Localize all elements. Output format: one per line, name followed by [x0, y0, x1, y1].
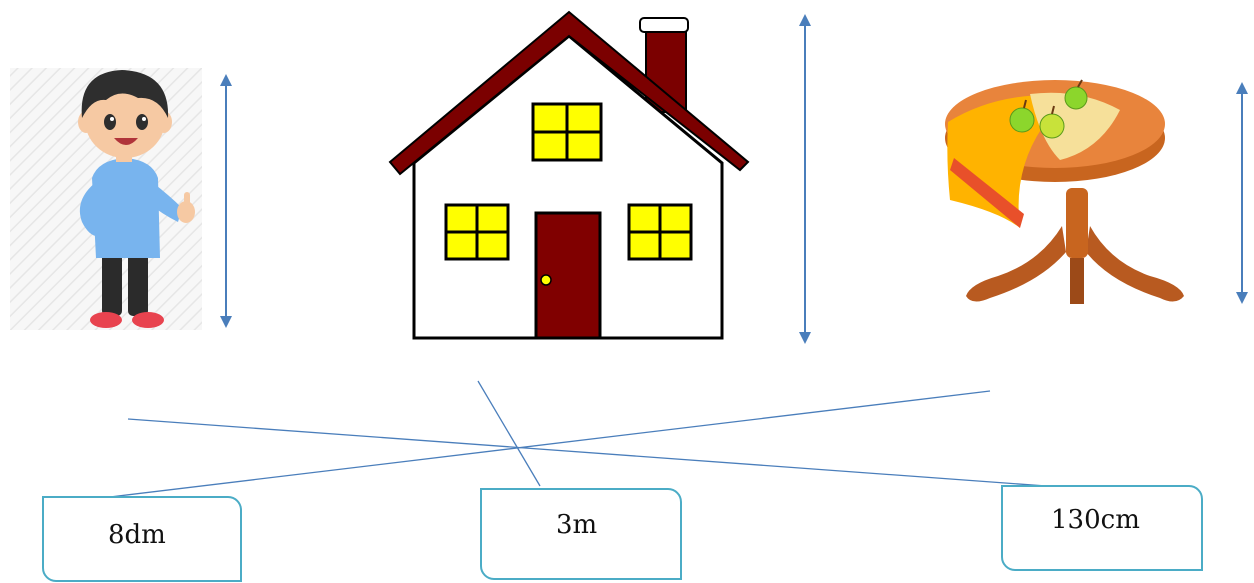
- round-table-with-apples-illustration: [945, 79, 1184, 304]
- match-line-table-to-8dm: [109, 390, 991, 498]
- house-illustration: [388, 10, 750, 340]
- answer-box-3m[interactable]: 3m: [480, 488, 682, 580]
- answer-label-3m: 3m: [556, 510, 598, 540]
- boy-illustration: [10, 68, 202, 330]
- answer-box-130cm[interactable]: 130cm: [1001, 485, 1203, 571]
- match-line-boy-to-130cm: [127, 418, 1061, 488]
- answer-box-8dm[interactable]: 8dm: [42, 496, 242, 582]
- answer-label-8dm: 8dm: [108, 520, 166, 550]
- answer-label-130cm: 130cm: [1051, 505, 1140, 535]
- match-line-house-to-3m: [477, 380, 541, 487]
